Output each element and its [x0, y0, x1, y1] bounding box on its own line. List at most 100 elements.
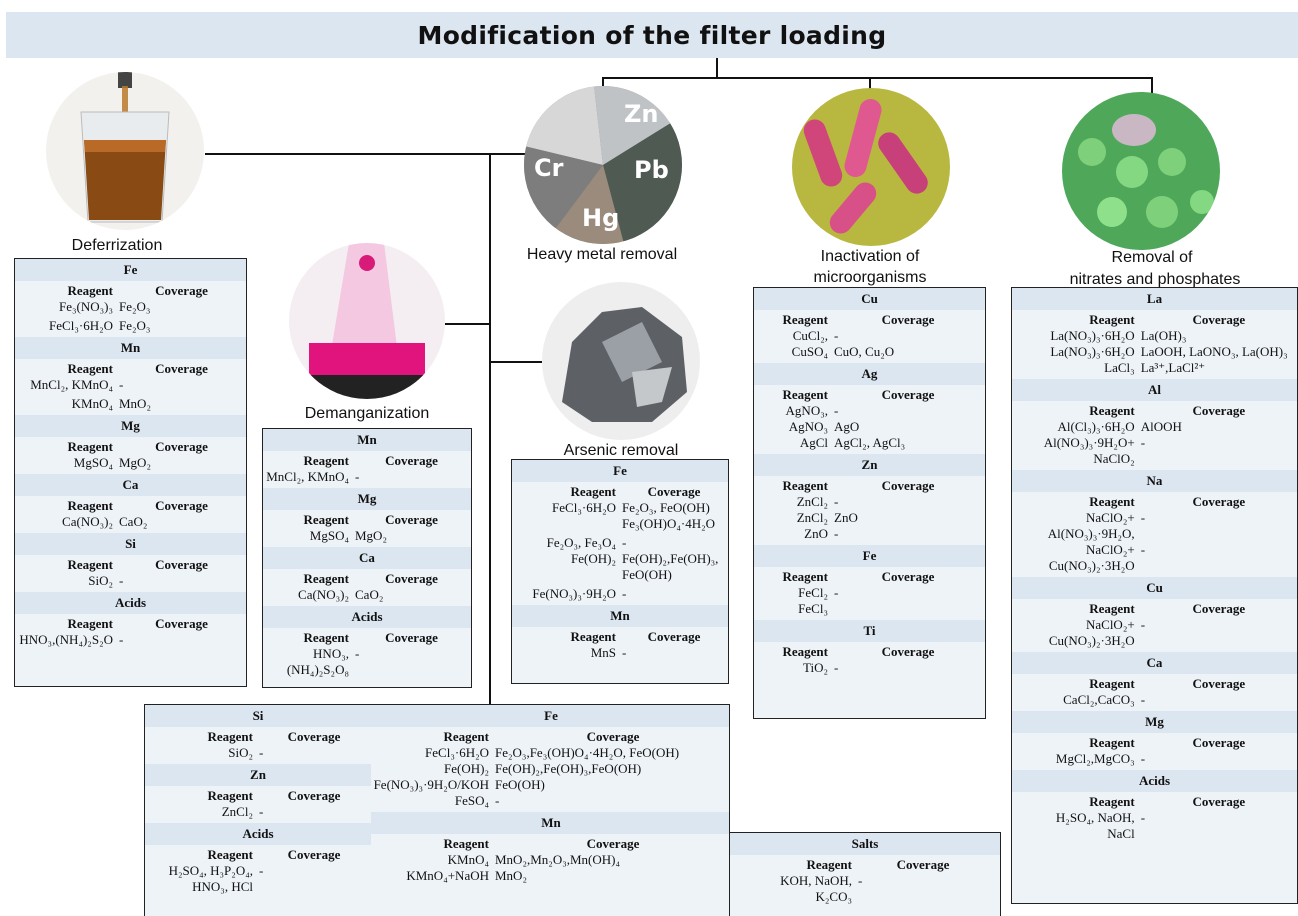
- reagent-cell: AgNO₃, AgNO₃ AgCl: [785, 403, 828, 450]
- section-header: Si: [145, 705, 371, 727]
- table-row: CaCl₂,CaCO₃-: [1012, 692, 1297, 711]
- table-row: CuCl₂, CuSO₄- CuO, Cu₂O: [754, 328, 985, 363]
- reagent-header: Reagent: [806, 857, 853, 872]
- coverage-cell: -: [1140, 810, 1146, 825]
- reagent-header: Reagent: [67, 557, 114, 572]
- table-row: KOH, NaOH, K₂CO₃-: [730, 873, 1000, 908]
- reagent-cell: SiO₂: [88, 573, 113, 588]
- reagent-cell: NaClO₂+ Cu(NO₃)₂·3H₂O: [1048, 617, 1135, 648]
- connector-to-deferrization: [205, 153, 535, 155]
- reagent-header: Reagent: [443, 729, 490, 744]
- section-header: Fe: [371, 705, 729, 727]
- reagent-cell: Fe₃(NO₃)₃: [58, 299, 113, 314]
- inactivation-label-2: microorganisms: [813, 269, 927, 286]
- coverage-cell: - Fe(OH)₂,Fe(OH)₃, FeO(OH): [622, 535, 719, 582]
- reagent-header: Reagent: [1089, 403, 1135, 418]
- diagram-title: Modification of the filter loading: [417, 20, 887, 50]
- reagent-header: Reagent: [1089, 494, 1135, 509]
- coverage-cell: -: [119, 632, 124, 647]
- reagent-header: Reagent: [207, 729, 254, 744]
- section-header: Na: [1012, 470, 1297, 492]
- nitrates-label-2: nitrates and phosphates: [1069, 271, 1241, 288]
- reagent-header: Reagent: [1089, 735, 1135, 750]
- coverage-cell: -: [355, 646, 360, 661]
- section-header: Salts: [730, 833, 1000, 855]
- reagent-cell: SiO₂: [228, 745, 253, 760]
- coverage-cell: -: [858, 873, 863, 888]
- table-row: NaClO₂+ Cu(NO₃)₂·3H₂O-: [1012, 617, 1297, 652]
- reagent-header: Reagent: [782, 387, 829, 402]
- coverage-cell: -: [259, 863, 264, 878]
- coverage-header: Coverage: [287, 847, 341, 862]
- reagent-cell: MnCl₂, KMnO₄: [266, 469, 349, 484]
- reagent-cell: H₂SO₄, H₃P₂O₄, HNO₃, HCl: [168, 863, 253, 894]
- coverage-cell: Fe₂O₃, FeO(OH) Fe₃(OH)O₄·4H₂O: [622, 500, 716, 531]
- table-row: ZnCl₂-: [145, 804, 371, 823]
- coverage-cell: AlOOH -: [1140, 419, 1182, 450]
- reagent-cell: MnCl₂, KMnO₄: [30, 377, 113, 392]
- symbol-cr: Cr: [534, 154, 564, 182]
- arsenic-label: Arsenic removal: [563, 442, 679, 459]
- section-header: Ca: [1012, 652, 1297, 674]
- section-header: Zn: [145, 764, 371, 786]
- reagent-cell: H₂SO₄, NaOH, NaCl: [1055, 810, 1135, 841]
- coverage-header: Coverage: [586, 729, 640, 744]
- heavy-metal-image: Zn Cr Pb Hg: [524, 86, 682, 244]
- coverage-cell: -: [259, 745, 264, 760]
- table-row: FeCl₃·6H₂O Fe₂O₃, FeO(OH) Fe₃(OH)O₄·4H₂O: [512, 500, 728, 535]
- coverage-header: Coverage: [896, 857, 950, 872]
- reagent-cell: Fe(NO₃)₃·9H₂O: [532, 586, 616, 601]
- inactivation-label-1: Inactivation of: [820, 248, 920, 265]
- connector-title-stem: [716, 58, 718, 78]
- symbol-zn: Zn: [624, 100, 659, 128]
- reagent-cell: FeCl₃·6H₂O: [552, 500, 616, 515]
- reagent-cell: Ca(NO₃)₂: [62, 514, 113, 529]
- section-header: Ti: [754, 620, 985, 642]
- arsenic-image: [542, 282, 700, 440]
- coverage-cell: - CuO, Cu₂O: [834, 328, 895, 359]
- coverage-header: Coverage: [881, 644, 935, 659]
- coverage-cell: MnO₂: [119, 396, 151, 411]
- reagent-cell: MgSO₄: [309, 528, 349, 543]
- demanganization-label: Demanganization: [304, 405, 430, 422]
- reagent-cell: MgCl₂,MgCO₃: [1055, 751, 1135, 766]
- coverage-header: Coverage: [1192, 676, 1246, 691]
- table-row: Fe(NO₃)₃·9H₂O-: [512, 586, 728, 605]
- reagent-header: Reagent: [207, 788, 254, 803]
- reagent-header: Reagent: [1089, 676, 1135, 691]
- reagent-cell: KMnO₄: [71, 396, 113, 411]
- coverage-header: Coverage: [155, 283, 208, 298]
- reagent-cell: TiO₂: [802, 660, 828, 675]
- section-header: Fe: [512, 460, 728, 482]
- coverage-cell: -: [119, 573, 124, 588]
- deferrization-image: [46, 72, 204, 230]
- reagent-header: Reagent: [303, 453, 350, 468]
- coverage-header: Coverage: [155, 361, 208, 376]
- symbol-pb: Pb: [634, 156, 669, 184]
- reagent-cell: MgSO₄: [73, 455, 113, 470]
- reagent-header: Reagent: [570, 629, 617, 644]
- reagent-cell: NaClO₂+ Al(NO₃)₃·9H₂O, NaClO₂+ Cu(NO₃)₂·…: [1047, 510, 1135, 573]
- table-row: KMnO₄ MnO₂: [15, 396, 246, 415]
- reagent-header: Reagent: [782, 644, 829, 659]
- table-row: FeCl₂ FeCl₃-: [754, 585, 985, 620]
